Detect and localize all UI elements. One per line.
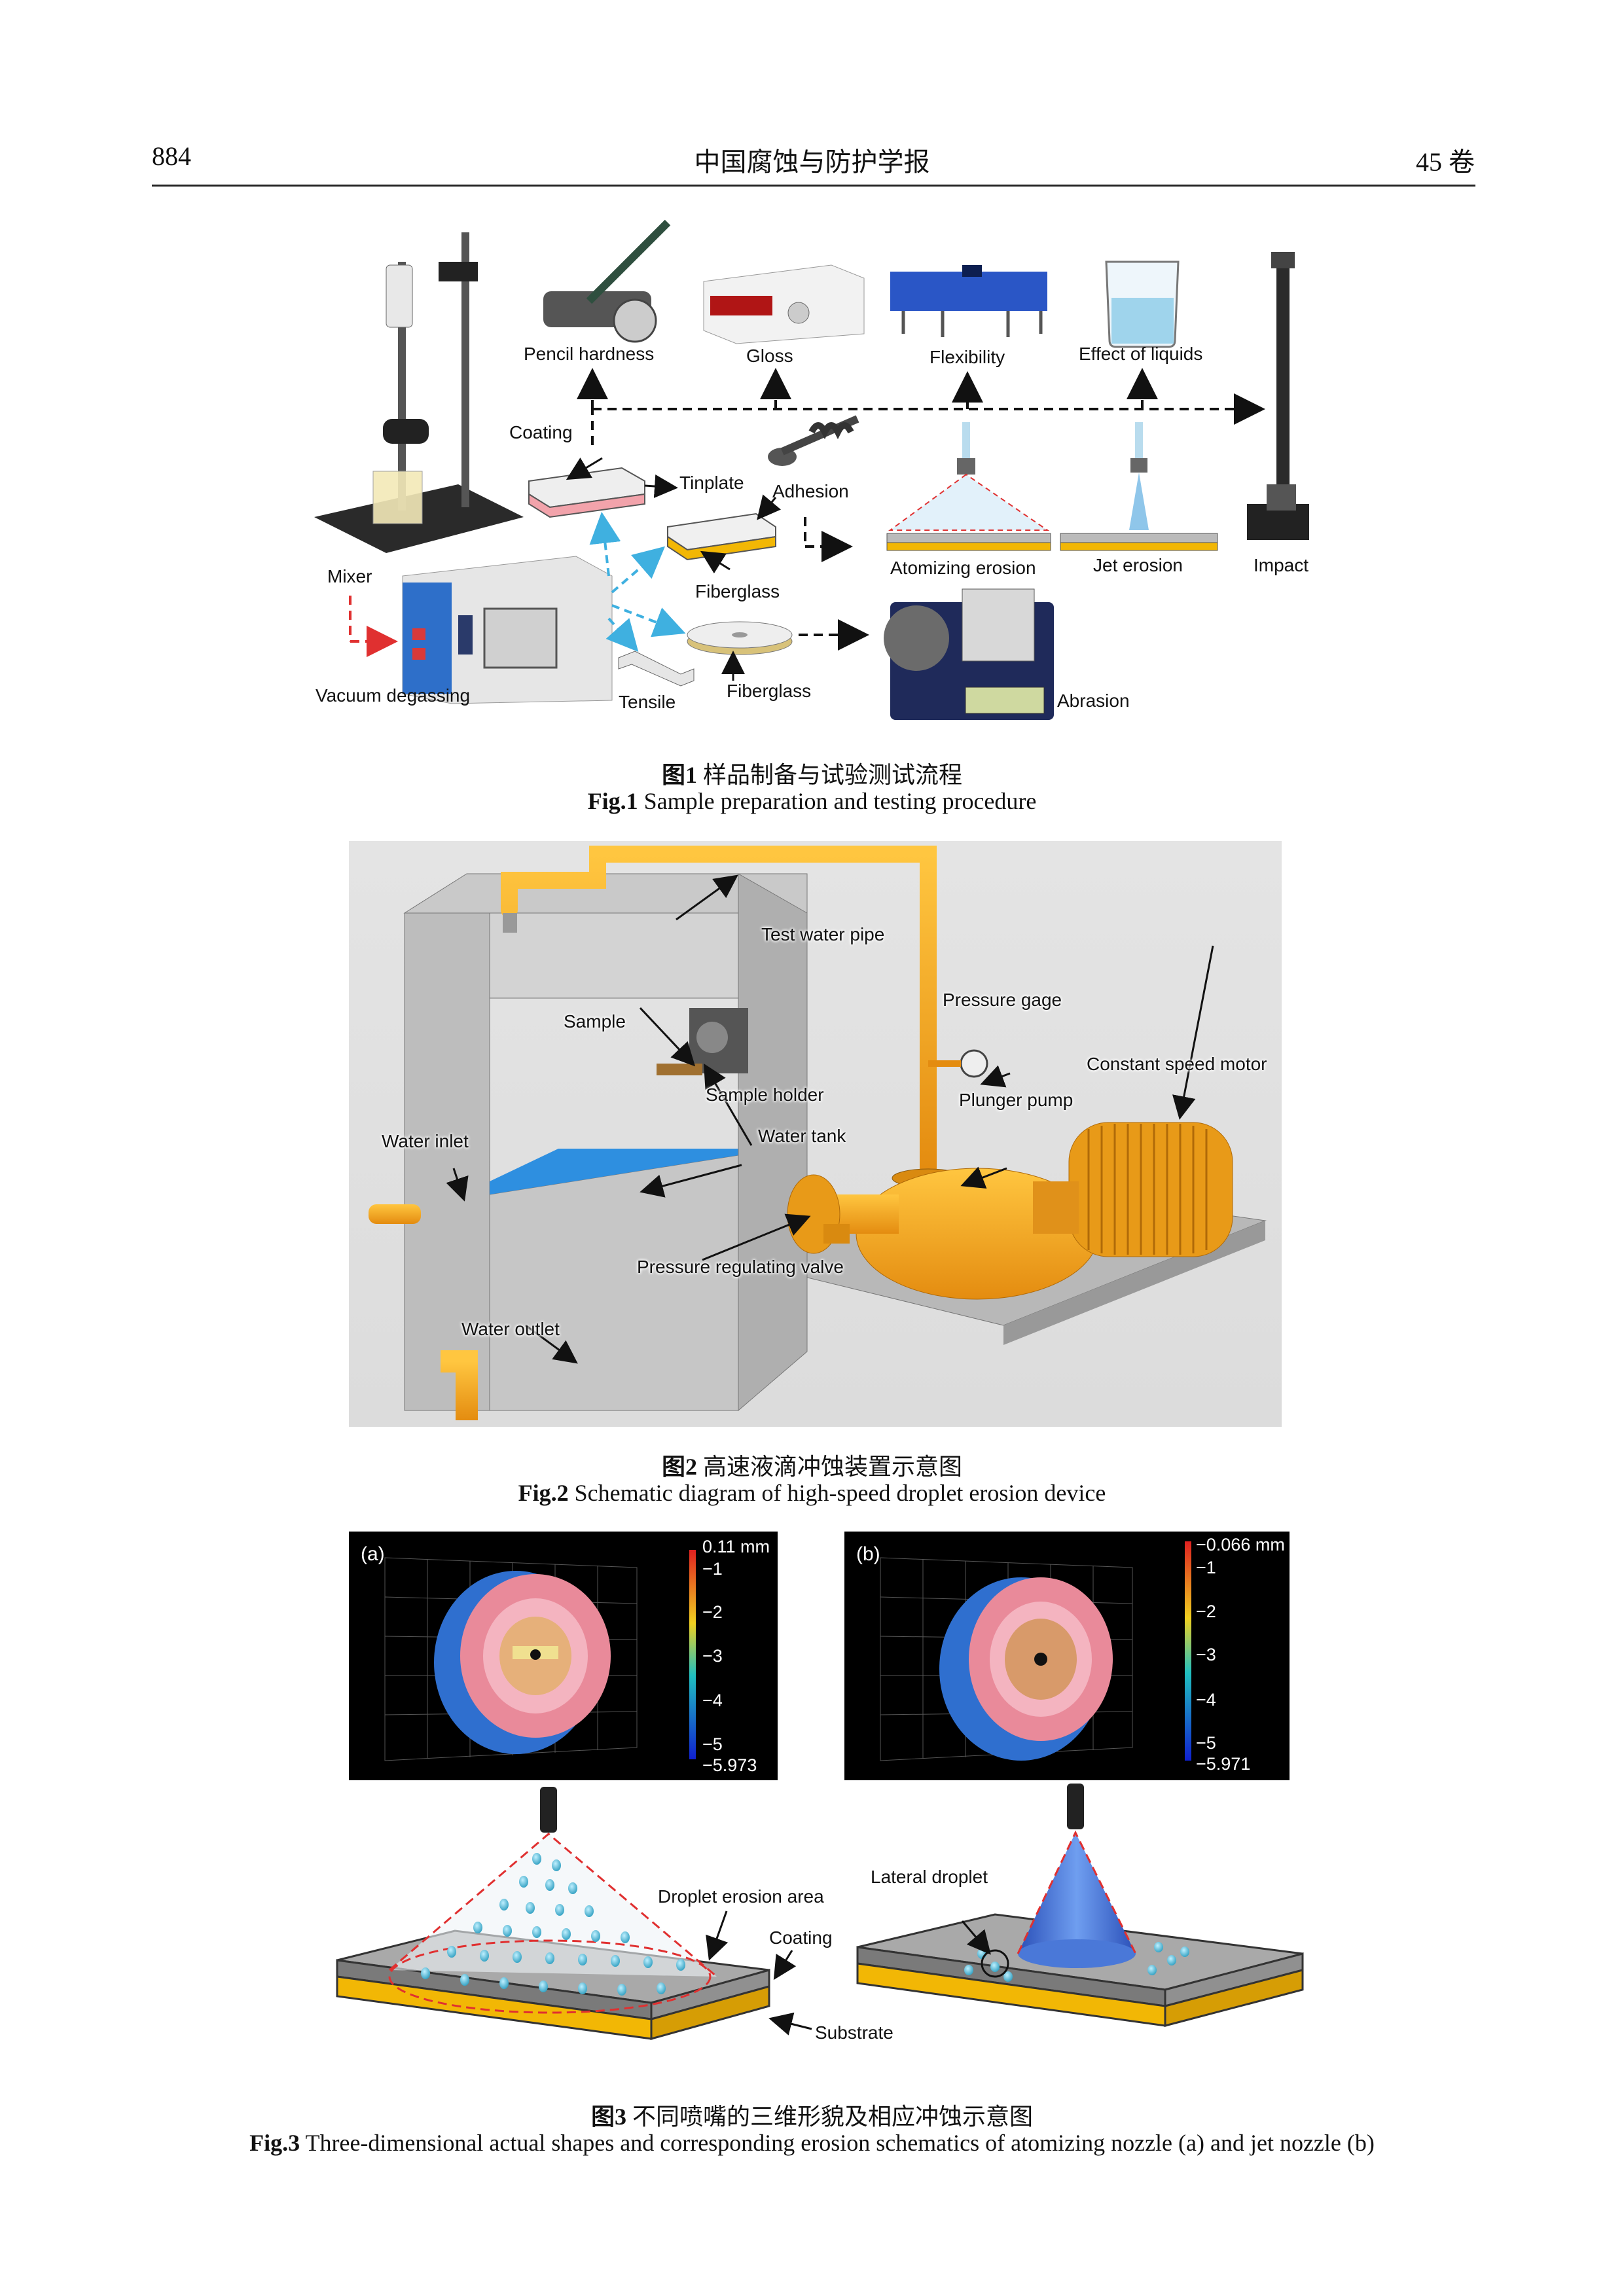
label-vacuum-degassing: Vacuum degassing <box>316 685 471 706</box>
atomizing-erosion-sketch <box>886 422 1051 551</box>
panel-b-scale-1: −1 <box>1196 1558 1216 1577</box>
label-pressure-gage: Pressure gage <box>943 990 1062 1010</box>
fig3-caption-cn: 图3 不同喷嘴的三维形貌及相应冲蚀示意图 <box>590 2104 1034 2130</box>
pencil-tester <box>543 219 671 343</box>
jet-schematic <box>856 1784 1304 2027</box>
fig3-panel-b-topography: (b) −0.066 mm −1 −2 −3 −4 −5 −5.971 <box>844 1532 1290 1780</box>
fiberglass-plate <box>667 512 776 561</box>
panel-b-scale-5: −5 <box>1196 1733 1216 1753</box>
label-adhesion: Adhesion <box>772 481 849 501</box>
impact-tester <box>1247 252 1309 540</box>
label-flexibility: Flexibility <box>929 347 1005 367</box>
panel-b-scale-2: −2 <box>1196 1602 1216 1621</box>
panel-b-scale-4: −4 <box>1196 1690 1216 1710</box>
volume-label: 45 卷 <box>1416 147 1475 177</box>
page-number: 884 <box>152 141 191 171</box>
fig2-caption-cn: 图2 高速液滴冲蚀装置示意图 <box>661 1454 963 1480</box>
fig1-illustration <box>314 219 1309 720</box>
panel-b-scale-3: −3 <box>1196 1645 1216 1664</box>
panel-a-tag: (a) <box>361 1543 385 1565</box>
tinplate-sample <box>528 467 645 518</box>
label-tensile: Tensile <box>619 692 676 712</box>
vacuum-oven <box>402 556 613 704</box>
panel-b-scale-bottom: −5.971 <box>1196 1754 1251 1774</box>
label-tinplate: Tinplate <box>679 473 744 493</box>
abrasion-tester <box>884 588 1054 720</box>
adhesion-tester <box>768 415 859 466</box>
panel-a-scale-1: −1 <box>702 1559 723 1579</box>
label-sample-holder: Sample holder <box>706 1085 824 1105</box>
mixer-apparatus <box>314 232 524 553</box>
figure-2: Test water pipe Pressure gage Constant s… <box>349 841 1282 1427</box>
label-coating: Coating <box>509 422 573 442</box>
label-substrate: Substrate <box>815 2022 893 2043</box>
label-mixer: Mixer <box>327 566 372 586</box>
label-fiberglass-disc: Fiberglass <box>727 681 812 701</box>
fiberglass-disc <box>687 621 793 655</box>
fig2-illustration <box>369 846 1267 1420</box>
label-coating-fig3: Coating <box>769 1928 833 1948</box>
panel-a-scale-top: 0.11 mm <box>702 1537 770 1556</box>
gloss-meter <box>703 264 865 344</box>
label-effect-of-liquids: Effect of liquids <box>1079 344 1203 364</box>
beaker-icon <box>1105 260 1180 348</box>
panel-a-scale-2: −2 <box>702 1602 723 1622</box>
label-test-water-pipe: Test water pipe <box>761 924 885 944</box>
panel-a-scale-4: −4 <box>702 1691 723 1710</box>
panel-b-scale-top: −0.066 mm <box>1196 1535 1285 1554</box>
label-gloss: Gloss <box>746 346 793 366</box>
label-impact: Impact <box>1254 555 1309 575</box>
label-sample: Sample <box>564 1011 626 1031</box>
label-water-inlet: Water inlet <box>382 1131 469 1151</box>
panel-b-surface-map <box>880 1541 1191 1761</box>
fig3-caption-en: Fig.3 Three-dimensional actual shapes an… <box>249 2130 1375 2156</box>
panel-a-scale-5: −5 <box>702 1734 723 1754</box>
label-plunger-pump: Plunger pump <box>959 1090 1074 1110</box>
journal-title: 中国腐蚀与防护学报 <box>694 147 930 177</box>
fig1-caption-en: Fig.1 Sample preparation and testing pro… <box>587 788 1037 814</box>
label-droplet-erosion-area: Droplet erosion area <box>658 1886 824 1907</box>
label-abrasion: Abrasion <box>1057 691 1130 711</box>
panel-a-surface-map <box>384 1550 696 1761</box>
fig3-erosion-schematics <box>336 1784 1304 2040</box>
figure-1: Pencil hardness Gloss Flexibility Effect… <box>0 0 1624 746</box>
label-pencil-hardness: Pencil hardness <box>524 344 655 364</box>
fig3-panel-a-topography: (a) 0.11 mm −1 −2 −3 −4 −5 −5.973 <box>349 1532 778 1780</box>
label-pressure-regulating-valve: Pressure regulating valve <box>637 1257 844 1277</box>
atomizing-schematic <box>336 1787 812 2040</box>
label-jet-erosion: Jet erosion <box>1093 555 1183 575</box>
jet-erosion-sketch <box>1060 422 1218 551</box>
panel-a-scale-3: −3 <box>702 1646 723 1666</box>
fig1-dashed-arrows <box>577 368 1265 651</box>
label-fiberglass-plate: Fiberglass <box>695 581 780 601</box>
label-atomizing-erosion: Atomizing erosion <box>890 558 1036 578</box>
label-constant-speed-motor: Constant speed motor <box>1087 1054 1267 1074</box>
panel-b-tag: (b) <box>856 1543 880 1565</box>
fig2-caption-en: Fig.2 Schematic diagram of high-speed dr… <box>518 1480 1106 1506</box>
header-rule <box>152 185 1475 187</box>
fig1-caption-cn: 图1 样品制备与试验测试流程 <box>661 762 963 788</box>
flexibility-tester <box>890 265 1047 337</box>
tensile-specimen <box>618 651 695 687</box>
label-water-tank: Water tank <box>758 1126 846 1146</box>
label-lateral-droplet: Lateral droplet <box>871 1867 988 1887</box>
panel-a-scale-bottom: −5.973 <box>702 1755 757 1775</box>
label-water-outlet: Water outlet <box>461 1319 560 1339</box>
